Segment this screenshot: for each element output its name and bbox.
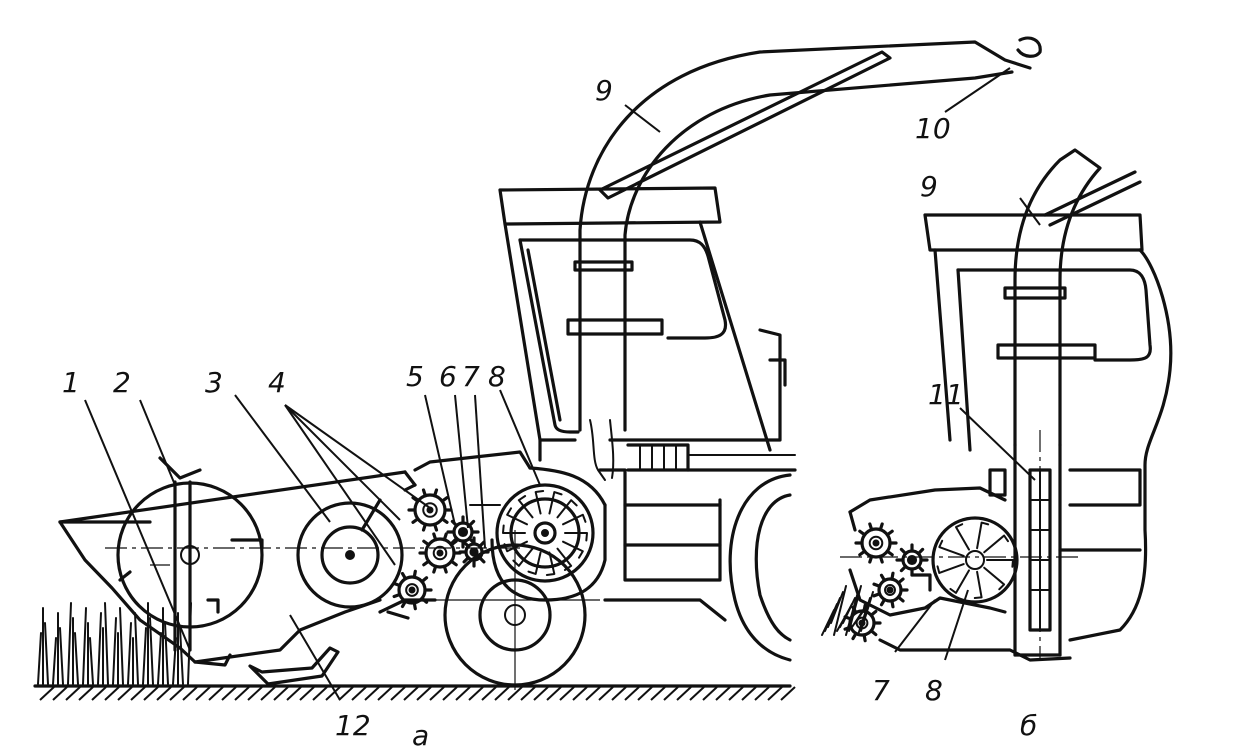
reel-drum (116, 456, 264, 652)
crop-flow-b (821, 585, 874, 636)
cabin-a (498, 186, 772, 452)
label-10: 10 (915, 112, 951, 145)
label-9-view-b: 9 (920, 170, 938, 203)
crop-stalks (37, 602, 192, 685)
mower-bar (248, 646, 340, 686)
tractor-body (538, 328, 797, 622)
feed-rollers (386, 488, 490, 620)
labels: 1 2 3 4 5 6 7 8 9 10 11 12 9 7 8 а б (62, 74, 1037, 750)
label-5: 5 (406, 360, 424, 393)
view-a (33, 36, 1042, 701)
chopping-drum-b (931, 516, 1019, 604)
ground-b (878, 638, 1072, 662)
label-8-view-b: 8 (925, 674, 943, 707)
label-3: 3 (205, 366, 223, 399)
view-b (821, 148, 1173, 662)
ground-a (33, 684, 796, 701)
rear-wheel (728, 473, 792, 662)
feed-drum (296, 498, 404, 609)
tractor-body-b (988, 468, 1142, 552)
label-4: 4 (268, 366, 286, 399)
label-9: 9 (595, 74, 613, 107)
cabin-b (923, 213, 1173, 642)
label-6: 6 (439, 360, 457, 393)
label-7-view-b: 7 (872, 674, 890, 707)
front-wheel (430, 530, 600, 690)
caption-view-a: а (412, 719, 429, 750)
feeder-b (848, 486, 1007, 617)
label-2: 2 (113, 366, 131, 399)
label-7: 7 (462, 360, 480, 393)
label-1: 1 (62, 366, 80, 399)
label-11: 11 (928, 378, 964, 411)
header-frame (58, 470, 417, 667)
caption-view-b: б (1020, 709, 1037, 742)
discharge-spout-b (996, 148, 1142, 657)
label-12: 12 (335, 709, 371, 742)
discharge-spout-a (566, 36, 1042, 481)
leader-lines (84, 67, 1041, 701)
label-8: 8 (488, 360, 506, 393)
feed-housing (378, 450, 532, 614)
